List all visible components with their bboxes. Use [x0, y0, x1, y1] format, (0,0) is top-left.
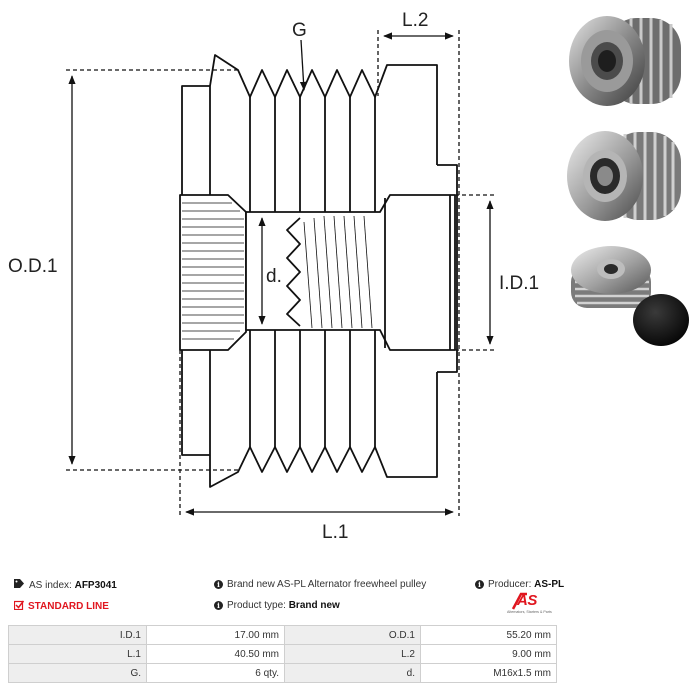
checkbox-icon	[13, 600, 25, 613]
as-index-value: AFP3041	[74, 579, 117, 591]
spec-label: L.2	[284, 644, 421, 664]
table-row: G. 6 qty. d. M16x1.5 mm	[8, 663, 557, 683]
standard-line-row: STANDARD LINE	[13, 600, 109, 613]
spec-label: G.	[8, 663, 147, 683]
label-l1: L.1	[322, 522, 348, 543]
pulley-rear-photo	[567, 131, 681, 221]
thread-profile	[286, 217, 301, 327]
label-g: G	[292, 20, 307, 41]
table-row: L.1 40.50 mm L.2 9.00 mm	[8, 644, 557, 664]
info-icon: i	[475, 580, 484, 589]
as-index-label: AS index:	[29, 579, 72, 591]
tag-icon	[14, 579, 25, 591]
bore	[246, 194, 456, 351]
standard-line-label: STANDARD LINE	[28, 601, 109, 612]
product-type-value: Brand new	[288, 600, 340, 611]
producer-value: AS-PL	[534, 579, 565, 590]
spec-label: L.1	[8, 644, 147, 664]
right-hub	[437, 164, 458, 373]
pulley-bottom-profile	[209, 372, 438, 488]
info-icon: i	[214, 580, 223, 589]
logo-tagline: Alternators, Starters & Parts	[507, 610, 552, 614]
pulley-side-with-cap-photo	[571, 246, 689, 346]
logo-text: AS	[517, 592, 537, 609]
description-row: i Brand new AS-PL Alternator freewheel p…	[214, 579, 426, 590]
label-d: d.	[266, 266, 282, 287]
spline-boss	[179, 194, 247, 351]
producer-row: i Producer: AS-PL	[475, 579, 564, 590]
specifications-table: I.D.1 17.00 mm O.D.1 55.20 mm L.1 40.50 …	[8, 625, 557, 683]
spec-value: 40.50 mm	[146, 644, 285, 664]
spec-value: 55.20 mm	[420, 625, 557, 645]
label-l2: L.2	[402, 10, 428, 31]
as-pl-logo: AS Alternators, Starters & Parts	[507, 592, 561, 620]
producer-label: Producer:	[488, 579, 532, 590]
spec-label: O.D.1	[284, 625, 421, 645]
info-icon: i	[214, 601, 223, 610]
spec-value: 9.00 mm	[420, 644, 557, 664]
label-od1: O.D.1	[8, 256, 58, 277]
spec-value: M16x1.5 mm	[420, 663, 557, 683]
spec-label: I.D.1	[8, 625, 147, 645]
spec-value: 17.00 mm	[146, 625, 285, 645]
pulley-technical-drawing: G L.2 O.D.1 I.D.1 d. L.1	[8, 10, 539, 543]
product-description: Brand new AS-PL Alternator freewheel pul…	[227, 579, 427, 590]
spec-value: 6 qty.	[146, 663, 285, 683]
pulley-top-profile	[209, 54, 438, 165]
product-type-row: i Product type: Brand new	[214, 600, 340, 611]
table-row: I.D.1 17.00 mm O.D.1 55.20 mm	[8, 625, 557, 645]
product-type-label: Product type:	[227, 600, 286, 611]
label-id1: I.D.1	[499, 273, 539, 294]
g-leader-line	[299, 39, 308, 91]
spec-label: d.	[284, 663, 421, 683]
as-index-row: AS index: AFP3041	[14, 579, 117, 591]
pulley-front-photo	[569, 16, 681, 106]
